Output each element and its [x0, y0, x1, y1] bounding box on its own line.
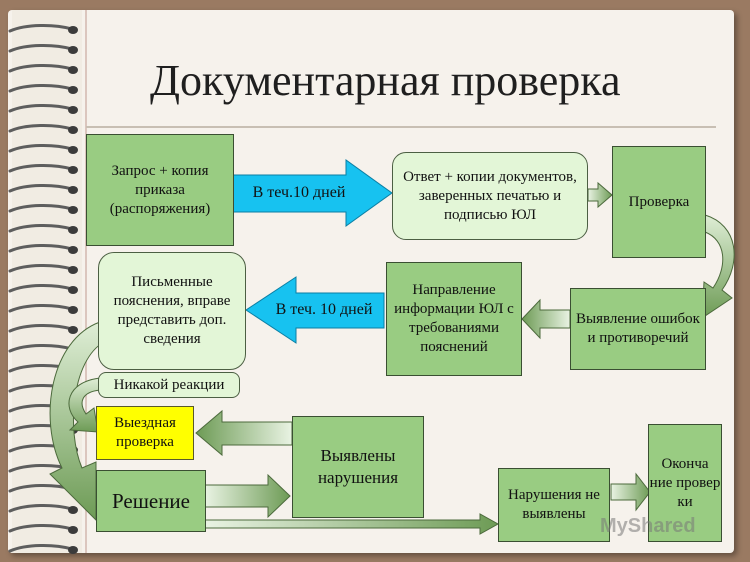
binding-ring [8, 163, 78, 174]
arrow-answer-to-check [587, 181, 613, 209]
node-explanations: Письменные пояснения, вправе представить… [98, 252, 246, 370]
label-first-deadline: В теч.10 дней [252, 184, 346, 201]
binding-ring [8, 263, 78, 274]
binding-ring [8, 63, 78, 74]
binding-ring [8, 43, 78, 54]
binding-ring [8, 83, 78, 94]
binding-ring [8, 23, 78, 34]
arrow-no-violations-to-end [610, 472, 651, 512]
margin-line [85, 10, 87, 553]
title-divider [86, 126, 716, 128]
binding-ring [8, 103, 78, 114]
binding-ring [8, 323, 78, 334]
binding-ring [8, 283, 78, 294]
binding-ring [8, 523, 78, 534]
arrow-violations-to-field-check [195, 409, 293, 457]
binding-ring [8, 503, 78, 514]
binding-ring [8, 183, 78, 194]
binding-ring [8, 223, 78, 234]
node-errors: Выявление ошибок и противоречий [570, 288, 706, 370]
binding-ring [8, 303, 78, 314]
binding-ring [8, 143, 78, 154]
node-direction: Направление информации ЮЛ с требованиями… [386, 262, 522, 376]
node-check: Проверка [612, 146, 706, 258]
binding-ring [8, 243, 78, 254]
node-field-check: Выездная проверка [96, 406, 194, 460]
node-no-violations: Нарушения не выявлены [498, 468, 610, 542]
node-decision: Решение [96, 470, 206, 532]
arrow-request-to-answer [231, 159, 393, 227]
arrow-no-reaction-to-field-check [68, 377, 101, 433]
node-no-reaction: Никакой реакции [98, 372, 240, 398]
binding-ring [8, 123, 78, 134]
arrow-decision-to-violations [204, 473, 291, 519]
arrow-decision-to-no-violations [204, 513, 500, 535]
node-end: Оконча ние провер ки [648, 424, 722, 542]
node-violations-found: Выявлены нарушения [292, 416, 424, 518]
arrow-check-to-errors [701, 214, 735, 319]
arrow-errors-to-direction [521, 298, 571, 340]
binding-ring [8, 543, 78, 554]
binding-ring [8, 203, 78, 214]
node-answer: Ответ + копии документов, заверенных печ… [392, 152, 588, 240]
slide-title: Документарная проверка [150, 56, 621, 105]
arrow-direction-to-explanations [245, 276, 385, 344]
label-second-deadline: В теч. 10 дней [275, 301, 373, 318]
node-request: Запрос + копия приказа (распоряжения) [86, 134, 234, 246]
watermark-logo: MyShared [600, 515, 696, 537]
